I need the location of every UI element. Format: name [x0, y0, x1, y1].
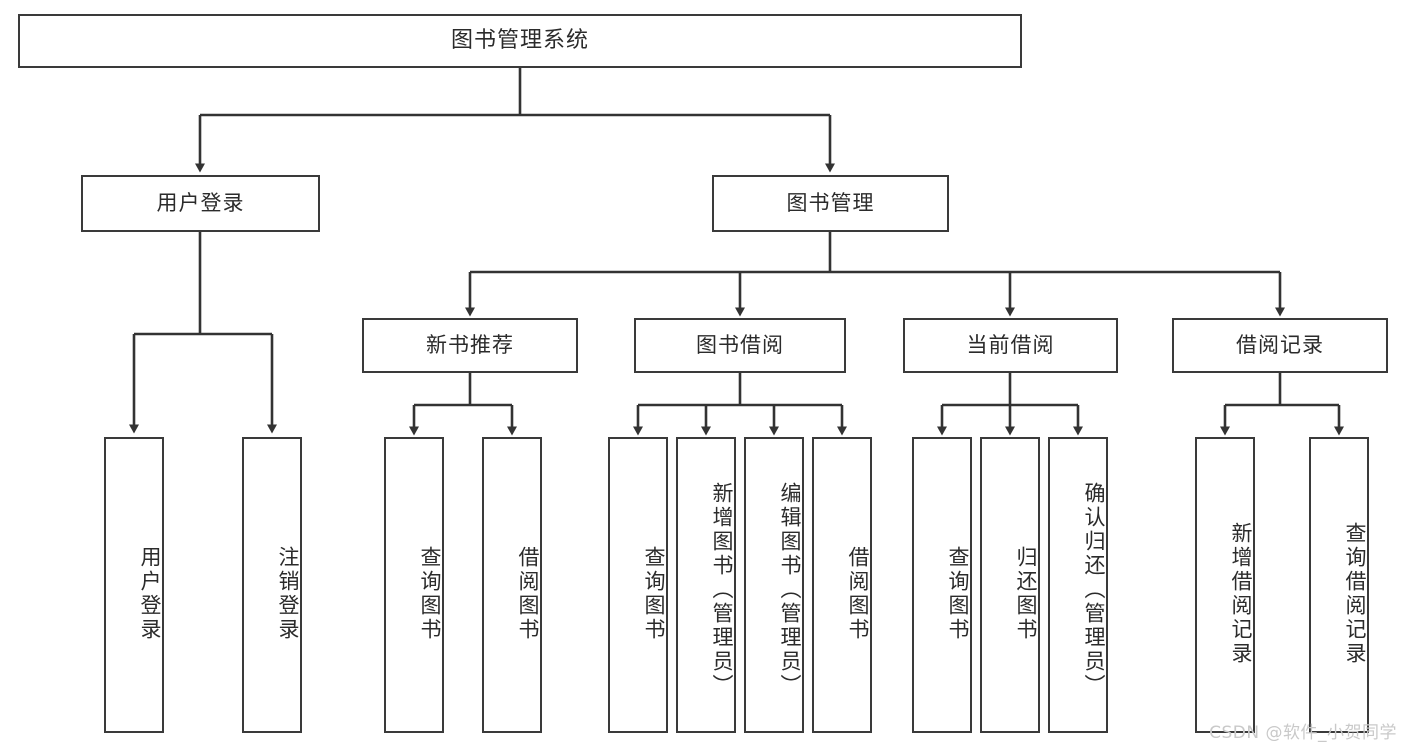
node-book-management[interactable]: 图书管理 — [712, 175, 949, 232]
node-leaf-add-book[interactable]: 新增图书（管理员） — [676, 437, 736, 733]
node-leaf-logout[interactable]: 注销登录 — [242, 437, 302, 733]
node-leaf-query-book-3[interactable]: 查询图书 — [912, 437, 972, 733]
node-leaf-return-book[interactable]: 归还图书 — [980, 437, 1040, 733]
node-leaf-query-book-2[interactable]: 查询图书 — [608, 437, 668, 733]
node-leaf-edit-book[interactable]: 编辑图书（管理员） — [744, 437, 804, 733]
node-current-borrow[interactable]: 当前借阅 — [903, 318, 1118, 373]
node-leaf-borrow-book-1[interactable]: 借阅图书 — [482, 437, 542, 733]
node-user-login[interactable]: 用户登录 — [81, 175, 320, 232]
node-leaf-user-login[interactable]: 用户登录 — [104, 437, 164, 733]
node-leaf-query-record[interactable]: 查询借阅记录 — [1309, 437, 1369, 733]
node-leaf-confirm-return[interactable]: 确认归还（管理员） — [1048, 437, 1108, 733]
node-borrow-record[interactable]: 借阅记录 — [1172, 318, 1388, 373]
node-leaf-add-record[interactable]: 新增借阅记录 — [1195, 437, 1255, 733]
node-book-borrow[interactable]: 图书借阅 — [634, 318, 846, 373]
csdn-watermark: CSDN @软件_小贺同学 — [1209, 723, 1397, 743]
node-leaf-borrow-book-2[interactable]: 借阅图书 — [812, 437, 872, 733]
node-root-book-management-system[interactable]: 图书管理系统 — [18, 14, 1022, 68]
node-new-book-recommend[interactable]: 新书推荐 — [362, 318, 578, 373]
node-leaf-query-book-1[interactable]: 查询图书 — [384, 437, 444, 733]
